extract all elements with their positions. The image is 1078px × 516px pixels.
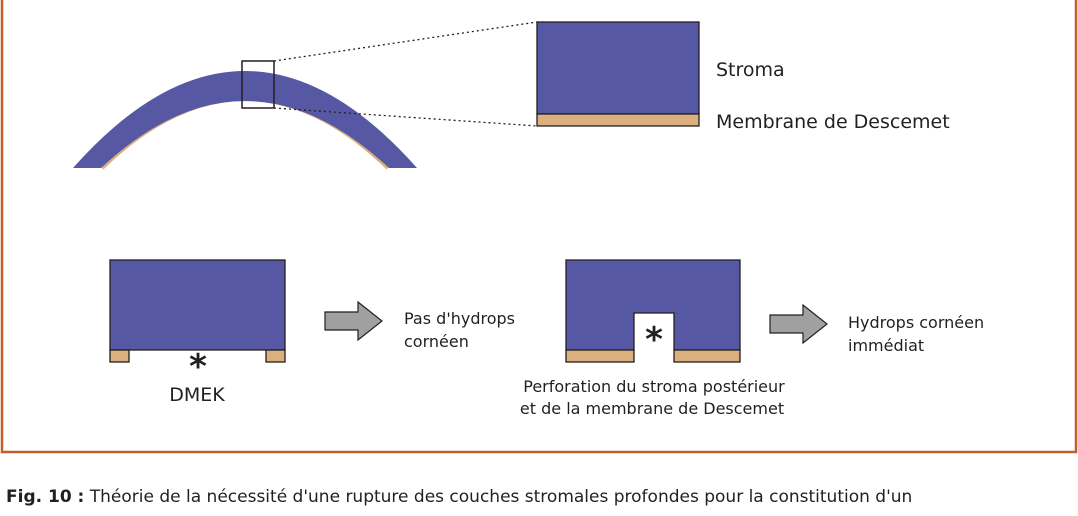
label-hydrops-1: Hydrops cornéen <box>848 313 984 332</box>
caption-figure-number: Fig. 10 : <box>6 487 85 507</box>
label-dmek: DMEK <box>169 384 225 406</box>
dmek-descemet-right <box>265 349 286 363</box>
label-no-hydrops-1: Pas d'hydrops <box>404 309 515 328</box>
dmek-descemet-left <box>109 349 130 363</box>
dmek-asterisk: * <box>189 347 207 387</box>
label-descemet: Membrane de Descemet <box>716 111 950 133</box>
dmek-stroma <box>109 259 286 351</box>
arrow-right-icon <box>769 303 828 345</box>
figure-frame <box>0 0 1078 454</box>
label-no-hydrops-2: cornéen <box>404 332 469 351</box>
perforation-descemet-left <box>565 349 635 363</box>
caption-text: Théorie de la nécessité d'une rupture de… <box>89 487 913 507</box>
figure-caption: Fig. 10 : Théorie de la nécessité d'une … <box>6 486 1076 508</box>
enlarged-stroma <box>536 21 700 115</box>
label-stroma: Stroma <box>716 59 785 81</box>
enlarged-descemet <box>536 113 700 127</box>
label-perforation-2: et de la membrane de Descemet <box>520 399 784 418</box>
zoom-selection-box <box>241 60 275 109</box>
perforation-descemet-right <box>673 349 741 363</box>
zoom-line-top <box>273 21 538 62</box>
label-hydrops-2: immédiat <box>848 336 924 355</box>
arrow-right-icon <box>324 300 383 342</box>
perforation-asterisk: * <box>645 320 663 360</box>
label-perforation-1: Perforation du stroma postérieur <box>523 377 785 396</box>
cornea-arc <box>73 71 417 168</box>
zoom-line-bottom <box>273 107 538 127</box>
